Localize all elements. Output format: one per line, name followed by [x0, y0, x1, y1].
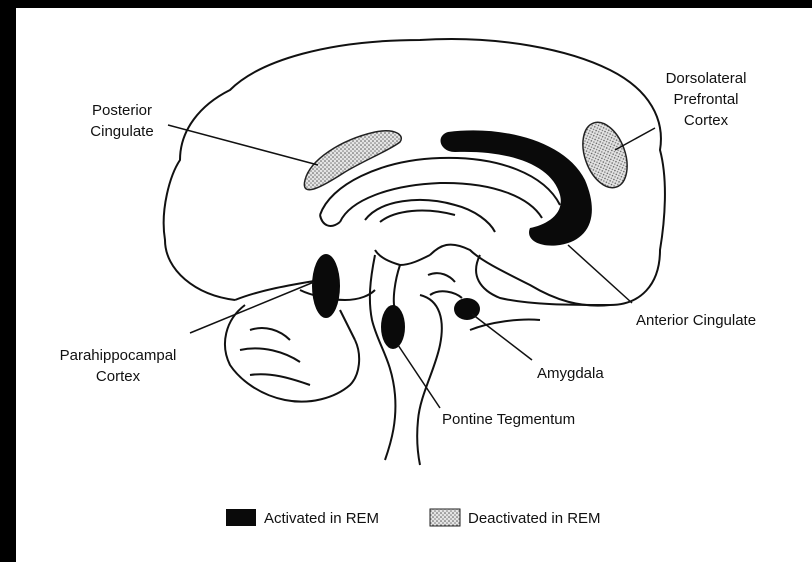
- label-dorsolateral-line2: Prefrontal: [673, 91, 738, 108]
- label-amygdala: Amygdala: [537, 365, 604, 382]
- legend-swatch-deactivated: [430, 509, 460, 526]
- label-parahippocampal-line1: Parahippocampal: [60, 347, 177, 364]
- label-posterior-line2: Cingulate: [90, 123, 153, 140]
- pontine-tegmentum-region: [381, 305, 405, 349]
- label-anterior-cingulate: Anterior Cingulate: [636, 312, 756, 329]
- label-dorsolateral-line3: Cortex: [684, 112, 729, 129]
- label-posterior-line1: Posterior: [92, 102, 152, 119]
- label-dorsolateral-line1: Dorsolateral: [666, 70, 747, 87]
- legend-swatch-activated: [226, 509, 256, 526]
- label-pontine-tegmentum: Pontine Tegmentum: [442, 411, 575, 428]
- legend-label-activated: Activated in REM: [264, 510, 379, 527]
- legend-label-deactivated: Deactivated in REM: [468, 510, 601, 527]
- parahippocampal-region: [312, 254, 340, 318]
- label-parahippocampal-line2: Cortex: [96, 368, 141, 385]
